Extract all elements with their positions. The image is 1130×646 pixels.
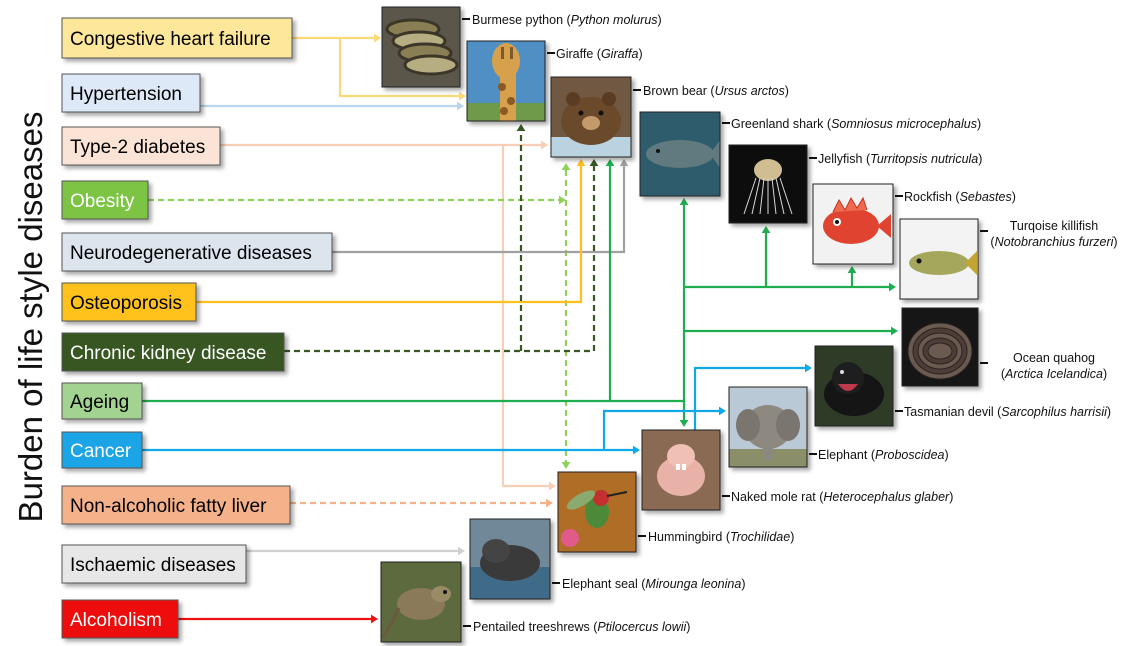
animal-hummingbird: Hummingbird (Trochilidae) (557, 471, 794, 553)
animal-common-name: Tasmanian devil (904, 405, 994, 419)
animal-scientific-name: Arctica Icelandica (1004, 367, 1103, 381)
jellyfish-photo (728, 144, 808, 224)
killifish-photo (899, 218, 979, 300)
quahog-photo (901, 307, 979, 387)
disease-label: Neurodegenerative diseases (70, 243, 312, 264)
animal-label: Turqoise killifish(Notobranchius furzeri… (990, 219, 1117, 249)
animal-label: Giraffe (Giraffa) (556, 47, 643, 61)
disease-list: Congestive heart failureHypertensionType… (61, 17, 333, 639)
animal-scientific-name: Giraffa (601, 47, 639, 61)
animal-common-name: Hummingbird (648, 530, 722, 544)
animal-label: Naked mole rat (Heterocephalus glaber) (731, 490, 953, 504)
animal-scientific-name: Sarcophilus harrisii (1001, 405, 1108, 419)
animal-common-name: Jellyfish (818, 152, 863, 166)
animal-label: Elephant seal (Mirounga leonina) (562, 577, 745, 591)
disease-box-age: Ageing (61, 382, 143, 420)
disease-box-neu: Neurodegenerative diseases (61, 232, 333, 272)
animal-molerat: Naked mole rat (Heterocephalus glaber) (641, 429, 953, 511)
elephant-seal-photo (469, 518, 551, 600)
animal-label: Ocean quahog(Arctica Icelandica) (1001, 351, 1107, 381)
animal-scientific-name: Notobranchius furzeri (995, 235, 1115, 249)
disease-box-isc: Ischaemic diseases (61, 544, 247, 584)
animal-treeshrew: Pentailed treeshrews (Ptilocercus lowii) (380, 561, 690, 643)
bear-photo (550, 76, 632, 158)
animal-rockfish: Rockfish (Sebastes) (812, 183, 1016, 265)
shark-photo (639, 111, 721, 197)
disease-label: Hypertension (70, 84, 182, 105)
animal-elephant: Elephant (Proboscidea) (728, 386, 949, 468)
animal-scientific-name: Ptilocercus lowii (597, 620, 687, 634)
animal-common-name: Turqoise killifish (1010, 219, 1099, 233)
animal-common-name: Elephant (818, 448, 868, 462)
tasmanian-devil-photo (814, 345, 894, 427)
disease-label: Osteoporosis (70, 293, 182, 314)
animal-scientific-name: Ursus arctos (715, 84, 785, 98)
animal-label: Hummingbird (Trochilidae) (648, 530, 794, 544)
disease-label: Ageing (70, 392, 129, 413)
disease-label: Alcoholism (70, 610, 162, 631)
disease-box-ckd: Chronic kidney disease (61, 332, 285, 372)
animal-label: Tasmanian devil (Sarcophilus harrisii) (904, 405, 1111, 419)
animal-common-name: Brown bear (643, 84, 707, 98)
animal-scientific-name: Python molurus (571, 13, 658, 27)
animal-shark: Greenland shark (Somniosus microcephalus… (639, 111, 981, 197)
disease-label: Cancer (70, 441, 132, 462)
animal-scientific-name: Heterocephalus glaber (823, 490, 950, 504)
disease-label: Type-2 diabetes (70, 137, 205, 158)
animal-label: Greenland shark (Somniosus microcephalus… (731, 117, 981, 131)
animal-giraffe: Giraffe (Giraffa) (466, 40, 643, 122)
animal-seal: Elephant seal (Mirounga leonina) (469, 518, 745, 600)
animal-python: Burmese python (Python molurus) (381, 6, 662, 88)
animal-common-name: Rockfish (904, 190, 952, 204)
mole-rat-photo (641, 429, 721, 511)
animal-label: Pentailed treeshrews (Ptilocercus lowii) (473, 620, 690, 634)
disease-label: Ischaemic diseases (70, 555, 236, 576)
elephant-photo (728, 386, 808, 468)
animal-scientific-name: Sebastes (960, 190, 1012, 204)
rockfish-photo (812, 183, 894, 265)
disease-label: Non-alcoholic fatty liver (70, 496, 267, 517)
animal-label: Elephant (Proboscidea) (818, 448, 949, 462)
disease-box-hyp: Hypertension (61, 73, 201, 113)
disease-box-can: Cancer (61, 431, 143, 469)
disease-box-chf: Congestive heart failure (61, 17, 293, 59)
animal-common-name: Ocean quahog (1013, 351, 1095, 365)
animal-scientific-name: Mirounga leonina (645, 577, 741, 591)
animal-bear: Brown bear (Ursus arctos) (550, 76, 789, 158)
python-photo (381, 6, 461, 88)
disease-label: Obesity (70, 191, 135, 212)
animal-jellyfish: Jellyfish (Turritopsis nutricula) (728, 144, 982, 224)
animal-quahog: Ocean quahog(Arctica Icelandica) (901, 307, 1107, 387)
animal-devil: Tasmanian devil (Sarcophilus harrisii) (814, 345, 1111, 427)
animal-label: Jellyfish (Turritopsis nutricula) (818, 152, 982, 166)
animal-common-name: Pentailed treeshrews (473, 620, 590, 634)
disease-box-alc: Alcoholism (61, 599, 179, 639)
animal-scientific-name: Turritopsis nutricula (870, 152, 978, 166)
animal-list: Burmese python (Python molurus) Giraffe (… (380, 6, 1118, 643)
animal-common-name: Greenland shark (731, 117, 824, 131)
animal-scientific-name: Trochilidae (730, 530, 790, 544)
hummingbird-photo (557, 471, 637, 553)
disease-label: Congestive heart failure (70, 29, 271, 50)
animal-killifish: Turqoise killifish(Notobranchius furzeri… (899, 218, 1118, 300)
animal-common-name: Naked mole rat (731, 490, 816, 504)
animal-common-name: Giraffe (556, 47, 593, 61)
vertical-title: Burden of life style diseases (12, 112, 49, 523)
animal-common-name: Elephant seal (562, 577, 638, 591)
giraffe-photo (466, 40, 546, 122)
animal-scientific-name: Proboscidea (875, 448, 945, 462)
disease-box-obe: Obesity (61, 180, 149, 220)
disease-box-t2d: Type-2 diabetes (61, 126, 221, 166)
animal-label: Rockfish (Sebastes) (904, 190, 1016, 204)
animal-label: Burmese python (Python molurus) (472, 13, 662, 27)
treeshrew-photo (380, 561, 462, 643)
animal-common-name: Burmese python (472, 13, 563, 27)
disease-box-nafl: Non-alcoholic fatty liver (61, 485, 291, 525)
animal-label: Brown bear (Ursus arctos) (643, 84, 789, 98)
animal-scientific-name: Somniosus microcephalus (831, 117, 977, 131)
disease-box-ost: Osteoporosis (61, 282, 197, 322)
disease-label: Chronic kidney disease (70, 343, 266, 364)
connector-lines (142, 33, 898, 624)
